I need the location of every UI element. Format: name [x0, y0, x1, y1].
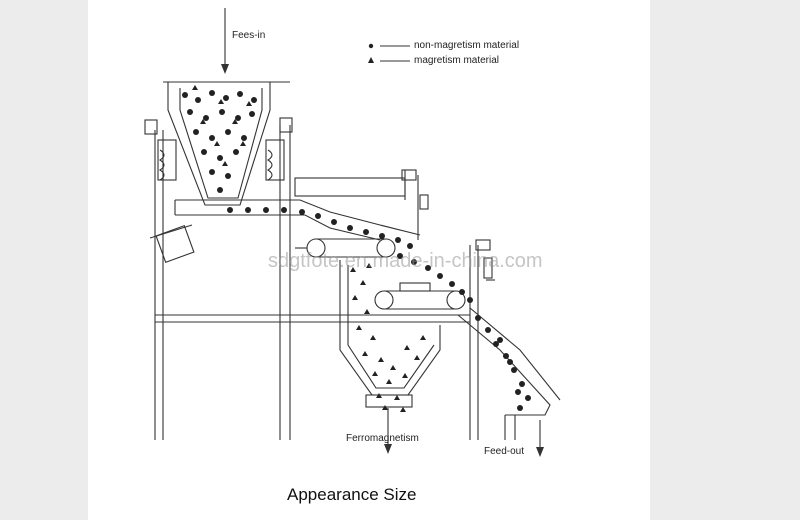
- feed-out-label: Feed-out: [484, 446, 525, 457]
- legend-non-magnetic-label: non-magretism material: [414, 40, 520, 51]
- magnetic-particles: [192, 85, 426, 412]
- caption-title: Appearance Size: [287, 485, 417, 504]
- legend-magnetic-label: magretism material: [414, 55, 500, 66]
- drawing-sheet: [88, 0, 650, 520]
- feed-in-label: Fees-in: [232, 30, 266, 41]
- watermark: sdgtfote.en.made-in-china.com: [268, 250, 543, 272]
- legend-dot-marker: [368, 43, 374, 49]
- drum-lower-left: [374, 290, 394, 310]
- legend-triangle-marker: [368, 57, 374, 63]
- non-magnetic-particles: [182, 90, 531, 411]
- ferromagnetism-label: Ferromagnetism: [346, 433, 419, 444]
